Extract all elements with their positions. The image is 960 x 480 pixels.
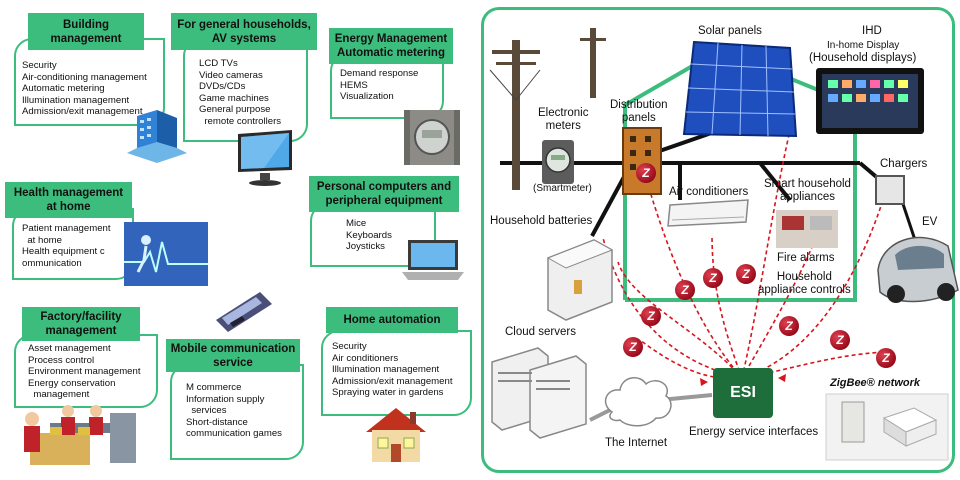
category-title: Energy Management Automatic metering	[329, 28, 453, 64]
category-title: Health management at home	[5, 182, 132, 218]
electronic-meters-label: Electronic meters	[538, 107, 589, 132]
esi-box: ESI	[713, 368, 773, 418]
chargers-label: Chargers	[880, 158, 928, 170]
category-title: Factory/facility management	[22, 307, 140, 341]
zigbee-network-label: ZigBee® network	[830, 377, 921, 389]
distribution-panels-label: Distribution panels	[610, 99, 668, 124]
category-items: Security Air-conditioning management Aut…	[22, 60, 147, 118]
ihd-display-icon	[816, 68, 924, 134]
solar-panel-icon	[682, 40, 798, 138]
charger-icon	[875, 175, 905, 205]
zigbee-badge: Z	[636, 163, 656, 183]
category-items: Security Air conditioners Illumination m…	[332, 341, 453, 399]
ihd-sub2-label: (Household displays)	[809, 52, 917, 64]
category-title: For general households, AV systems	[171, 13, 317, 50]
household-battery-icon	[546, 239, 614, 321]
category-items: LCD TVs Video cameras DVDs/CDs Game mach…	[199, 58, 282, 127]
zigbee-badge: Z	[703, 268, 723, 288]
category-body	[14, 334, 158, 408]
zigbee-badge: Z	[736, 264, 756, 284]
appliance-controls-label: Household appliance controls	[758, 271, 851, 296]
smart-meter-icon	[542, 140, 574, 184]
zigbee-devices-icon	[825, 393, 949, 461]
zigbee-badge: Z	[675, 280, 695, 300]
smart-appliances-label: Smart household appliances	[764, 178, 851, 203]
smart-meter-label: (Smartmeter)	[533, 183, 592, 194]
category-items: Demand response HEMS Visualization	[340, 68, 419, 103]
air-conditioners-label: Air conditioners	[669, 186, 749, 198]
category-items: Mice Keyboards Joysticks	[346, 218, 392, 253]
solar-panels-label: Solar panels	[698, 25, 762, 37]
category-body	[12, 208, 134, 280]
zigbee-badge: Z	[641, 306, 661, 326]
ihd-sub-label: In-home Display	[827, 40, 900, 51]
ihd-title-label: IHD	[862, 25, 882, 37]
category-title: Personal computers and peripheral equipm…	[309, 176, 459, 212]
category-items: Asset management Process control Environ…	[28, 343, 141, 401]
zigbee-badge: Z	[876, 348, 896, 368]
category-title: Home automation	[326, 307, 458, 333]
smart-appliance-icon	[776, 210, 838, 248]
internet-cloud-icon	[604, 377, 672, 427]
household-batteries-label: Household batteries	[490, 215, 593, 227]
air-conditioner-icon	[667, 199, 749, 227]
utility-pole-icon	[489, 28, 606, 190]
category-title: Mobile communication service	[166, 339, 300, 372]
category-title: Building management	[28, 13, 144, 50]
esi-caption-label: Energy service interfaces	[689, 426, 819, 438]
fire-alarms-label: Fire alarms	[777, 252, 835, 264]
electric-vehicle-icon	[877, 236, 959, 303]
ev-label: EV	[922, 216, 938, 228]
category-items: M commerce Information supply services S…	[186, 382, 282, 440]
cloud-server-icon	[491, 347, 587, 439]
category-body	[170, 364, 304, 460]
cloud-servers-label: Cloud servers	[505, 326, 576, 338]
zigbee-badge: Z	[623, 337, 643, 357]
zigbee-badge: Z	[830, 330, 850, 350]
distribution-panel-icon	[622, 127, 662, 195]
category-body	[330, 53, 444, 119]
internet-label: The Internet	[605, 437, 668, 449]
zigbee-badge: Z	[779, 316, 799, 336]
category-items: Patient management at home Health equipm…	[22, 223, 111, 269]
